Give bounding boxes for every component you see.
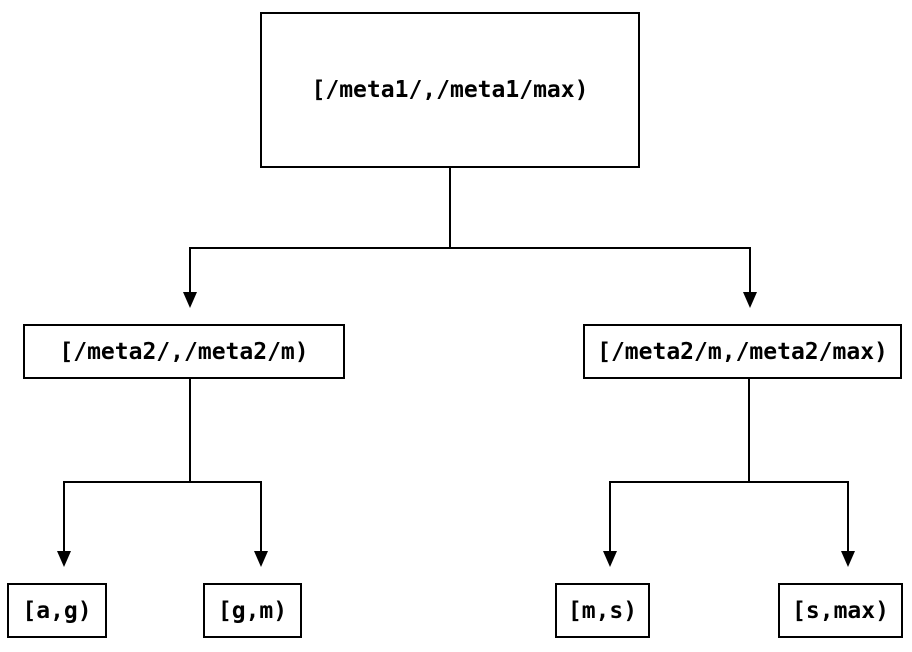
tree-node-leaf-gm: [g,m) <box>203 583 302 638</box>
tree-node-root: [/meta1/,/meta1/max) <box>260 12 640 168</box>
tree-node-meta2-right-label: [/meta2/m,/meta2/max) <box>597 338 888 365</box>
tree-node-leaf-ms-label: [m,s) <box>567 597 638 624</box>
tree-node-meta2-right: [/meta2/m,/meta2/max) <box>583 324 902 379</box>
arrowhead-down-icon <box>743 292 757 308</box>
tree-node-meta2-left-label: [/meta2/,/meta2/m) <box>59 338 309 365</box>
tree-node-leaf-ms: [m,s) <box>555 583 650 638</box>
tree-node-meta2-left: [/meta2/,/meta2/m) <box>23 324 345 379</box>
edge-mid-left-to-children <box>57 379 268 567</box>
tree-node-leaf-ag: [a,g) <box>7 583 107 638</box>
arrowhead-down-icon <box>254 551 268 567</box>
tree-node-leaf-ag-label: [a,g) <box>22 597 92 624</box>
arrowhead-down-icon <box>841 551 855 567</box>
tree-node-root-label: [/meta1/,/meta1/max) <box>311 77 589 103</box>
edge-root-to-children <box>183 168 757 308</box>
arrowhead-down-icon <box>603 551 617 567</box>
arrowhead-down-icon <box>57 551 71 567</box>
tree-node-leaf-gm-label: [g,m) <box>217 597 288 624</box>
arrowhead-down-icon <box>183 292 197 308</box>
edge-mid-right-to-children <box>603 379 855 567</box>
tree-node-leaf-smax-label: [s,max) <box>792 597 889 624</box>
tree-node-leaf-smax: [s,max) <box>778 583 903 638</box>
